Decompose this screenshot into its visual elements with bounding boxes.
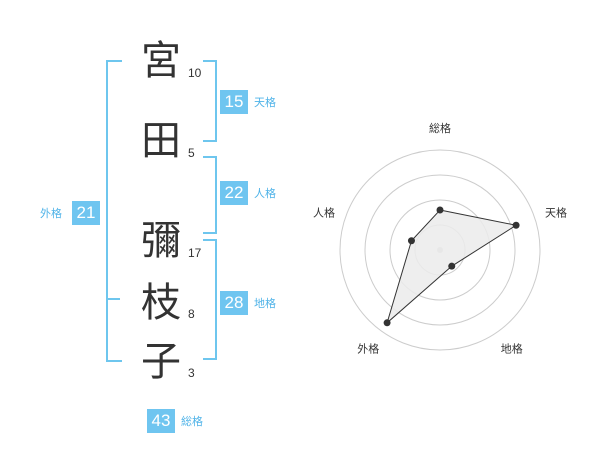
radar-point-3 [448,262,456,270]
radar-ring-2 [389,199,491,301]
tenkaku-bracket [203,60,217,142]
stroke-count-5: 3 [188,366,195,380]
stroke-count-3: 17 [188,246,202,260]
name-char-3: 彌 [141,218,181,264]
radar-point-4 [383,319,391,327]
gaikaku-bracket [106,60,122,362]
radar-point-1 [436,206,444,214]
tenkaku-label: 天格 [254,96,276,109]
name-char-4: 枝 [141,280,181,326]
chikaku-badge: 28 [220,291,248,315]
name-char-2: 田 [141,118,181,164]
radar-axis-label-2: 天格 [545,205,567,219]
radar-axis-label-3: 地格 [501,342,523,356]
jinkaku-label: 人格 [254,187,276,200]
tenkaku-badge: 15 [220,90,248,114]
jinkaku-badge: 22 [220,181,248,205]
radar-point-5 [407,237,415,245]
radar-ring-4 [339,149,541,351]
radar-axis-label-5: 人格 [313,205,335,219]
name-char-5: 子 [141,339,181,385]
stroke-count-4: 8 [188,307,195,321]
radar-ring-3 [364,174,516,326]
radar-axis-label-4: 外格 [357,342,379,356]
name-char-1: 宮 [141,38,181,84]
soukaku-label: 総格 [181,415,203,428]
radar-data-area [386,209,518,325]
radar-axis-label-1: 総格 [429,121,451,135]
gaikaku-badge: 21 [72,201,100,225]
gaikaku-label: 外格 [40,207,62,220]
gaikaku-bracket-split [106,298,120,300]
chikaku-label: 地格 [254,297,276,310]
stroke-count-2: 5 [188,146,195,160]
soukaku-badge: 43 [147,409,175,433]
jinkaku-bracket [203,156,217,234]
chikaku-bracket [203,239,217,360]
radar-point-2 [512,221,520,229]
stroke-count-1: 10 [188,66,202,80]
